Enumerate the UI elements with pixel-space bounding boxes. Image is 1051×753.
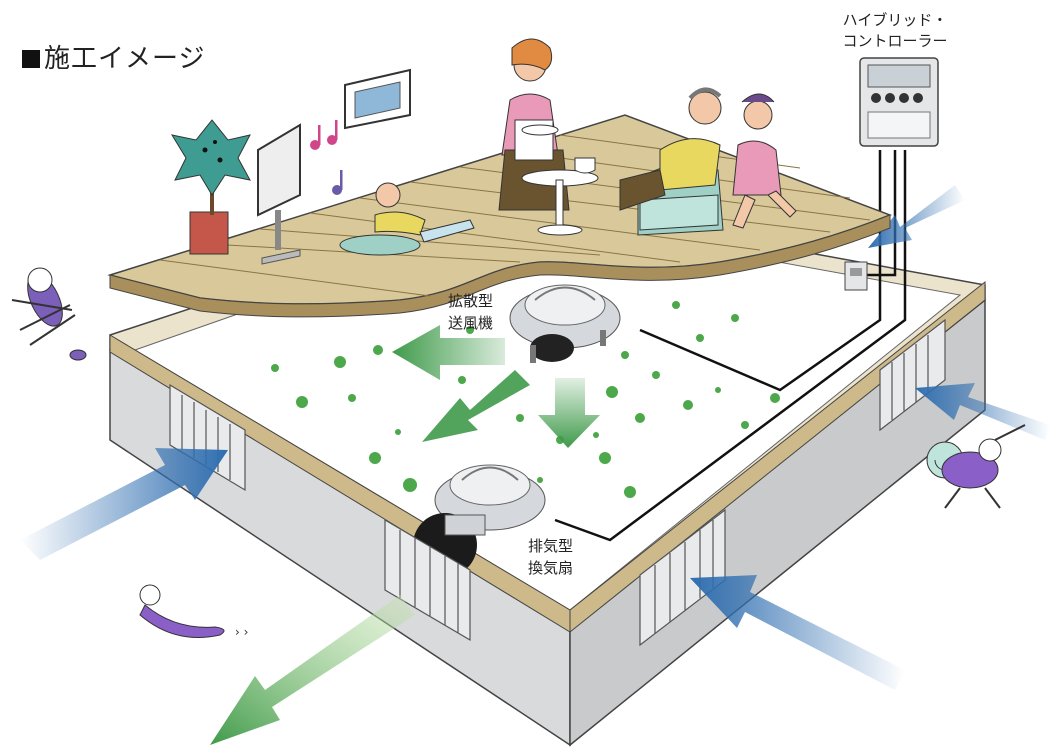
music-note-icon [310, 120, 343, 195]
deck-edge [109, 214, 891, 318]
diffuser-fan-icon [509, 284, 621, 363]
vent-icon [384, 518, 471, 642]
square-bullet-icon [22, 50, 40, 68]
controller-icon [859, 57, 939, 147]
fresh-air-dots [271, 301, 780, 498]
svg-text:› ›: › › [235, 625, 248, 639]
diffusion-arrow-down [538, 378, 600, 448]
vent-icon [879, 318, 946, 432]
intake-arrow-front [690, 575, 905, 690]
sensor-icon [844, 261, 868, 291]
intake-arrows [20, 185, 1050, 690]
vents [169, 318, 946, 647]
plant-icon [170, 119, 251, 255]
diffusion-arrows [392, 325, 600, 448]
exhaust-arrow [210, 595, 415, 745]
diffusion-arrow-down-left [422, 370, 530, 442]
intake-arrow-left [20, 448, 228, 560]
page-title: 施工イメージ [22, 44, 205, 74]
bug-icon [11, 267, 87, 361]
sofa-icon [619, 87, 797, 236]
controller-label: ハイブリッド・ コントローラー [842, 11, 948, 50]
diffuser-fan-label: 拡散型 送風機 [448, 292, 494, 332]
tv-icon [257, 123, 301, 265]
table-icon [521, 157, 599, 236]
family-icon [339, 38, 570, 256]
bug-icon [926, 424, 1026, 509]
exhaust-fan-label: 排気型 換気扇 [528, 537, 574, 577]
page-title-text: 施工イメージ [44, 44, 206, 74]
picture-icon [344, 68, 411, 130]
intake-arrow-top [868, 185, 965, 248]
intake-arrow-right [915, 383, 1050, 440]
wire-vent [860, 150, 897, 277]
bug-icon: › › [139, 584, 248, 639]
diffusion-arrow-left [392, 325, 505, 380]
